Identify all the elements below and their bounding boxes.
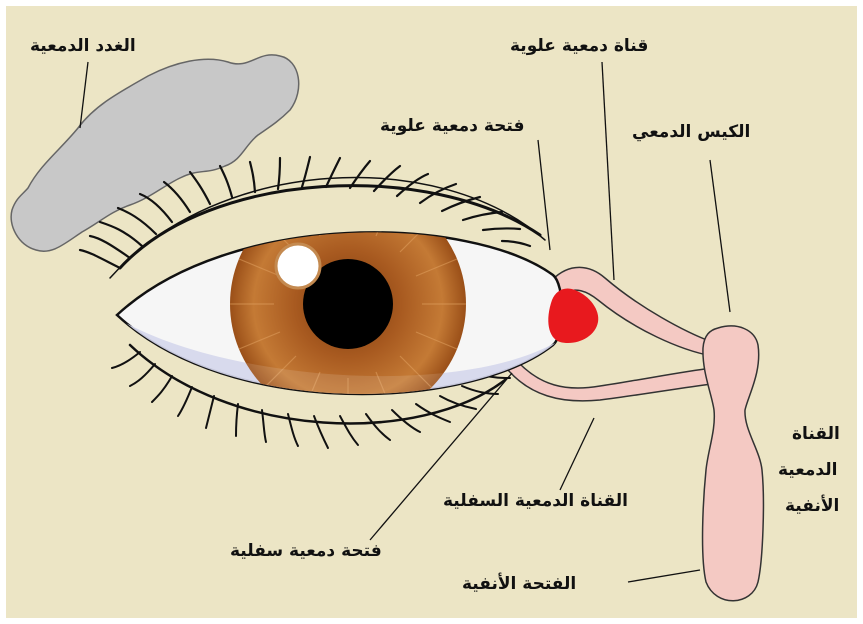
label-lacrimal-sac: الكيس الدمعي bbox=[632, 124, 750, 141]
label-lower-canaliculus: القناة الدمعية السفلية bbox=[443, 493, 628, 510]
light-reflection bbox=[276, 244, 320, 288]
label-lower-punctum: فتحة دمعية سفلية bbox=[230, 543, 382, 560]
label-nasal-opening: الفتحة الأنفية bbox=[462, 576, 576, 593]
label-upper-canaliculus: قناة دمعية علوية bbox=[510, 38, 648, 55]
label-upper-punctum: فتحة دمعية علوية bbox=[380, 118, 524, 135]
label-nasolacrimal-duct-line3: الأنفية bbox=[785, 498, 839, 515]
label-lacrimal-gland: الغدد الدمعية bbox=[30, 38, 136, 55]
lacrimal-sac-and-duct bbox=[703, 326, 764, 601]
label-nasolacrimal-duct-line1: القناة bbox=[792, 426, 840, 443]
label-nasolacrimal-duct-line2: الدمعية bbox=[778, 462, 837, 479]
